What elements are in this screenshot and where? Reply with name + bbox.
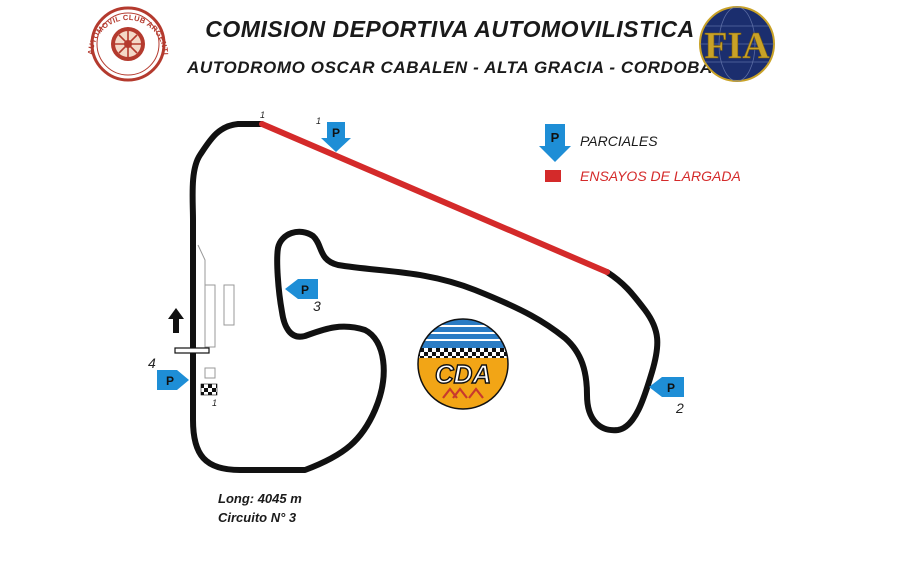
label-sector-3: 3 — [313, 298, 321, 314]
label-sector-2: 2 — [675, 400, 684, 416]
page-subtitle: AUTODROMO OSCAR CABALEN - ALTA GRACIA - … — [187, 58, 713, 77]
parcial-marker-2: P — [649, 377, 684, 397]
label-start-1: 1 — [260, 110, 265, 120]
legend-ensayos-swatch — [545, 170, 561, 182]
legend-ensayos-de-largada: ENSAYOS DE LARGADA — [580, 168, 741, 184]
svg-text:P: P — [301, 283, 309, 297]
parcial-marker-3: P — [285, 279, 318, 299]
label-finish: 1 — [212, 398, 217, 408]
svg-text:P: P — [667, 381, 675, 395]
fia-logo: FIA — [699, 6, 775, 82]
pit-lane — [197, 244, 235, 379]
parcial-marker-4: P — [157, 370, 189, 390]
circuit-length: Long: 4045 m — [218, 491, 302, 506]
cda-logo: CDA — [417, 318, 509, 410]
checkered-flag-icon — [200, 383, 218, 396]
parcial-marker-1: P — [321, 122, 351, 152]
legend-parciales: PARCIALES — [580, 133, 658, 149]
svg-text:P: P — [166, 374, 174, 388]
svg-text:P: P — [551, 130, 560, 145]
track-circuit — [189, 121, 661, 473]
direction-arrow-icon — [168, 308, 184, 333]
page-title: COMISION DEPORTIVA AUTOMOVILISTICA — [205, 16, 695, 42]
aca-logo: AUTOMOVIL CLUB ARGENTINO — [0, 0, 170, 82]
label-sector-4: 4 — [148, 355, 156, 371]
legend-parciales-marker: P — [539, 124, 571, 162]
fia-logo-text: FIA — [704, 25, 770, 67]
track-start-practice-section — [259, 121, 610, 275]
circuit-number: Circuito N° 3 — [218, 510, 297, 525]
label-sector-1: 1 — [316, 116, 321, 126]
cda-logo-text: CDA — [435, 359, 491, 389]
svg-text:P: P — [332, 126, 340, 140]
start-finish-line — [174, 347, 210, 354]
